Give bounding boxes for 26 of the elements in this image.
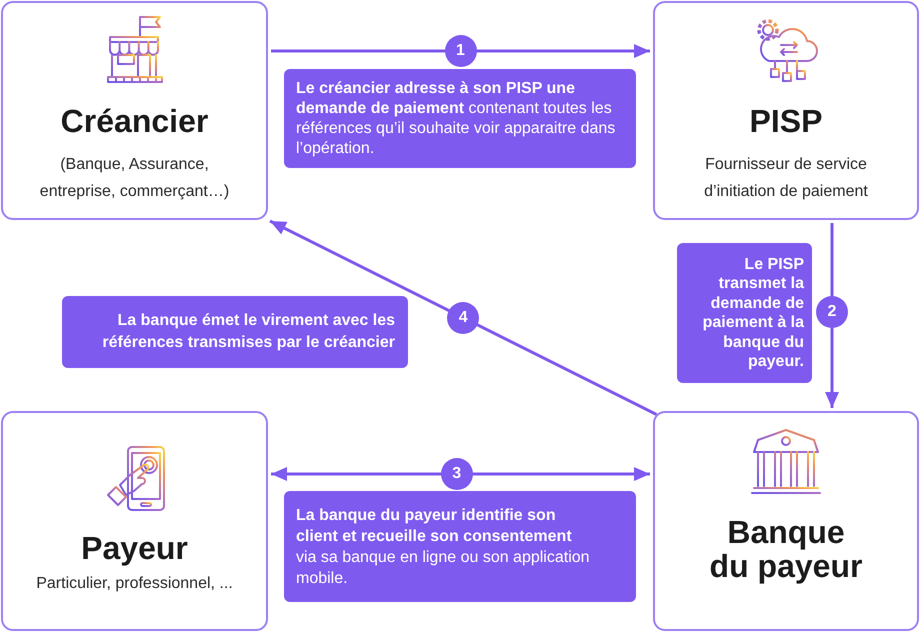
card-subtitle: Particulier, professionnel, ... — [35, 574, 234, 594]
step-description: Le créancier adresse à son PISP une demande de paiement contenant toutes les références qu’il souhaite voir apparaitre dans l’opération. — [295, 78, 616, 158]
actor-card — [1, 1, 268, 220]
arrow — [269, 220, 658, 416]
callout-box — [677, 243, 812, 383]
actor-card — [653, 411, 919, 631]
arrow — [271, 44, 650, 58]
card-title: Payeur — [81, 529, 188, 568]
step-number: 2 — [816, 296, 848, 328]
actor-card — [1, 411, 268, 631]
callout-box — [62, 296, 408, 368]
actor-card — [653, 1, 919, 220]
step-number: 4 — [447, 302, 480, 334]
card-title: Créancier — [60, 102, 208, 141]
step-description: La banque du payeur identifie son client et recueille son consentement via sa banque en ligne ou son application mobile. — [295, 506, 591, 588]
callout-box — [284, 491, 636, 602]
step-number: 3 — [440, 458, 473, 490]
card-subtitle: (Banque, Assurance, entreprise, commerçant…) — [38, 155, 230, 202]
step-number: 1 — [444, 35, 476, 67]
arrow — [271, 467, 650, 481]
step-description: La banque émet le virement avec les références transmises par le créancier — [101, 311, 396, 353]
step-description: Le PISP transmet la demande de paiement à la banque du payeur. — [702, 254, 806, 372]
card-subtitle: Fournisseur de service d’initiation de paiement — [703, 155, 869, 202]
card-title: PISP — [750, 102, 822, 141]
callout-box — [284, 69, 636, 168]
card-title: Banque du payeur — [708, 515, 864, 583]
